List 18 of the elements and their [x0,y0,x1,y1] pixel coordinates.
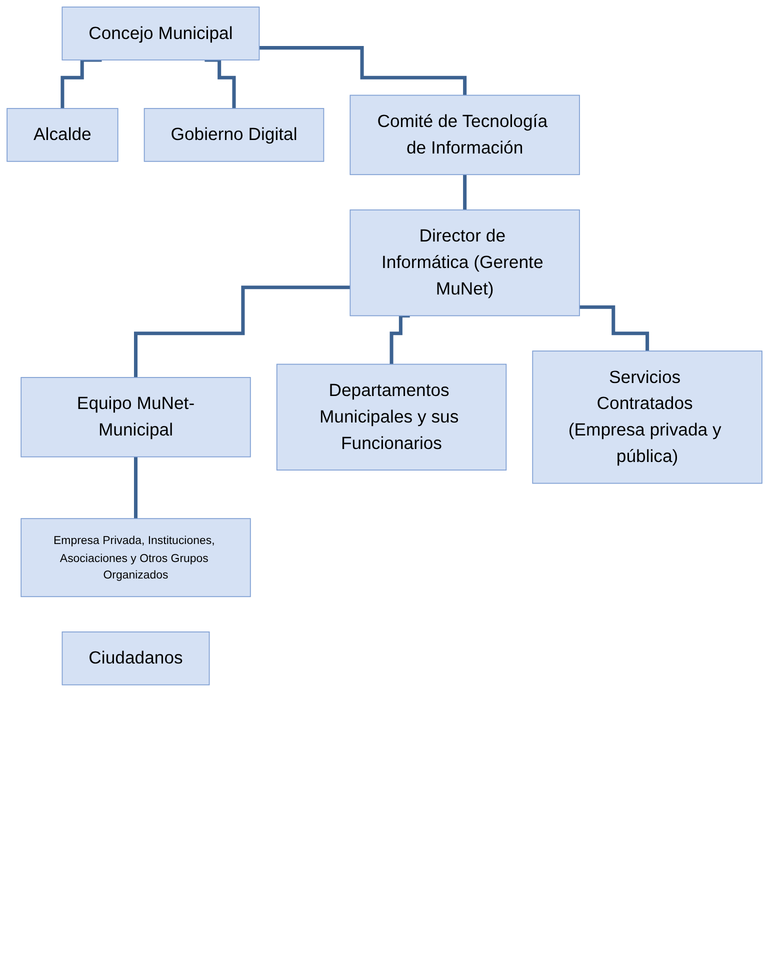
node-box: Empresa Privada, Instituciones, Asociaciones y Otros Grupos Organizados [20,518,251,598]
node-box: Servicios Contratados (Empresa privada y pública) [532,350,762,484]
node-box: Alcalde [6,108,118,162]
connector [390,314,410,366]
node-box: Director de Informática (Gerente MuNet) [350,209,580,316]
node-box: Departamentos Municipales y sus Funcionarios [276,364,507,471]
connector [60,58,102,110]
connector [579,305,650,353]
node-box: Ciudadanos [62,631,210,686]
node-box: Equipo MuNet-Municipal [20,377,251,458]
connector [134,455,138,520]
node-box: Comité de Tecnología de Información [350,94,580,176]
node-box: Concejo Municipal [62,6,260,60]
node-box: Gobierno Digital [144,108,324,162]
connector [463,172,467,212]
connector [134,286,350,380]
connector [204,58,236,110]
connector [259,46,467,98]
